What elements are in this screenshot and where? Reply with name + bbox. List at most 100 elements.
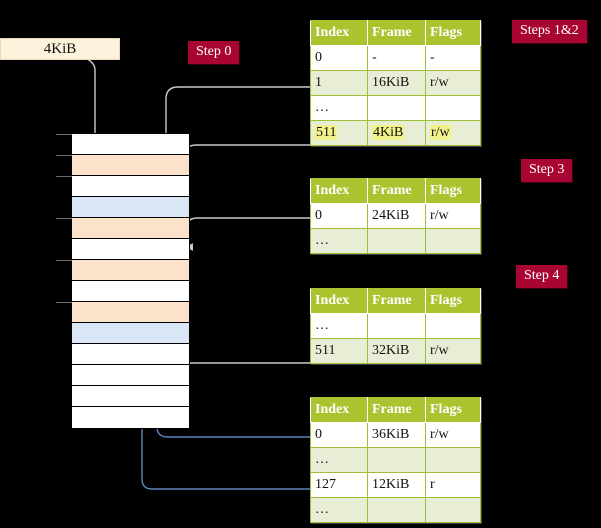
cell-frame: 24KiB [367, 203, 426, 229]
memory-frame-row [56, 134, 189, 155]
step-badge-step4: Step 4 [516, 265, 568, 288]
memory-frame-tick [56, 176, 72, 177]
memory-frame-row [72, 407, 189, 428]
memory-frame-row [72, 239, 189, 260]
cell-frame: 16KiB [367, 70, 426, 96]
cell-frame [367, 313, 426, 339]
cell-index: … [310, 313, 368, 339]
cell-flags [425, 497, 481, 523]
table-header-row: Index Frame Flags [310, 178, 481, 204]
step-badge-step0-label: Step 0 [196, 44, 232, 59]
cell-index: 1 [310, 70, 368, 96]
step-badge-step0: Step 0 [188, 41, 240, 64]
step-badge-steps1and2: Steps 1&2 [512, 20, 587, 43]
table-row: 511 4KiB r/w [310, 120, 481, 146]
table-row: … [310, 313, 481, 339]
memory-frame-tick [56, 302, 72, 303]
cell-frame [367, 228, 426, 254]
memory-frame-row [72, 386, 189, 407]
cell-frame [367, 497, 426, 523]
cell-index: … [310, 497, 368, 523]
memory-frame-tick [56, 155, 72, 156]
physical-memory-column [56, 133, 190, 429]
cell-flags: r/w [425, 422, 481, 448]
table-row: … [310, 228, 481, 254]
column-header-flags: Flags [425, 288, 481, 314]
cell-frame: 32KiB [367, 338, 426, 364]
memory-frame-row [72, 323, 189, 344]
cell-highlight: 511 [315, 125, 338, 140]
step-badge-step3-label: Step 3 [529, 162, 565, 177]
column-header-index: Index [310, 178, 368, 204]
memory-frame-row [72, 197, 189, 218]
column-header-frame: Frame [367, 178, 426, 204]
cell-frame [367, 447, 426, 473]
allocation-request-box: 4KiB [0, 38, 120, 60]
column-header-flags: Flags [425, 178, 481, 204]
cell-index: 0 [310, 45, 368, 71]
column-header-flags: Flags [425, 397, 481, 423]
wire-l1-row511-to-memory [185, 144, 312, 153]
wire-l3-row511-to-memory [168, 306, 312, 364]
table-row: 0-- [310, 45, 481, 71]
column-header-frame: Frame [367, 397, 426, 423]
cell-frame: 4KiB [367, 120, 426, 146]
table-row: … [310, 95, 481, 121]
table-row: … [310, 447, 481, 473]
memory-frame-tick [56, 218, 72, 219]
cell-frame [367, 95, 426, 121]
cell-index: 511 [310, 120, 368, 146]
cell-flags [425, 313, 481, 339]
memory-frame-tick [56, 260, 72, 261]
column-header-flags: Flags [425, 20, 481, 46]
table-header-row: Index Frame Flags [310, 397, 481, 423]
cell-highlight: r/w [430, 125, 451, 140]
memory-frame-row [56, 218, 189, 239]
cell-flags [425, 447, 481, 473]
step-badge-step4-label: Step 4 [524, 268, 560, 283]
memory-frame-row [56, 302, 189, 323]
memory-frame-row [72, 365, 189, 386]
allocation-request-label: 4KiB [43, 40, 77, 57]
column-header-frame: Frame [367, 288, 426, 314]
cell-index: 127 [310, 472, 368, 498]
table-header-row: Index Frame Flags [310, 20, 481, 46]
cell-flags: - [425, 45, 481, 71]
memory-frame-row [72, 344, 189, 365]
cell-frame: 36KiB [367, 422, 426, 448]
column-header-index: Index [310, 20, 368, 46]
column-header-frame: Frame [367, 20, 426, 46]
memory-frame-row [56, 260, 189, 281]
memory-frame-row [56, 176, 189, 197]
column-header-index: Index [310, 397, 368, 423]
step-badge-steps1and2-label: Steps 1&2 [520, 23, 579, 38]
cell-flags: r/w [425, 70, 481, 96]
cell-frame: 12KiB [367, 472, 426, 498]
cell-index: … [310, 95, 368, 121]
cell-index: 0 [310, 422, 368, 448]
column-header-index: Index [310, 288, 368, 314]
memory-frame-row [56, 155, 189, 176]
cell-index: … [310, 228, 368, 254]
wire-l2-row0-to-memory [185, 217, 312, 251]
step-badge-step3: Step 3 [521, 159, 573, 182]
cell-frame: - [367, 45, 426, 71]
cell-flags: r [425, 472, 481, 498]
memory-frame-row [72, 281, 189, 302]
table-row: … [310, 497, 481, 523]
cell-flags: r/w [425, 338, 481, 364]
table-header-row: Index Frame Flags [310, 288, 481, 314]
